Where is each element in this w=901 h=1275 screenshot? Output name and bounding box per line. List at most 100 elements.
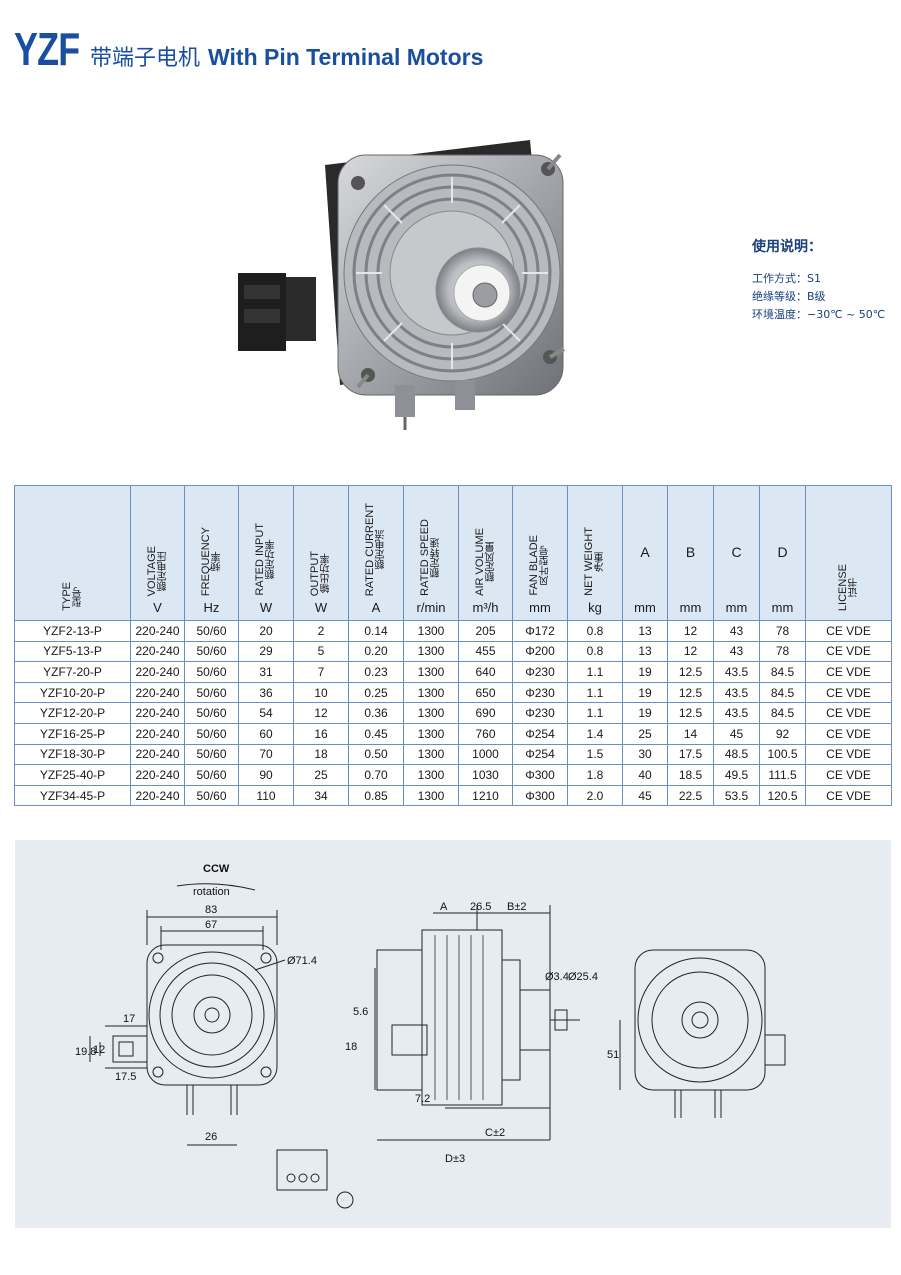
dim-7-2: 7.2 [415, 1093, 430, 1105]
table-cell: 16 [293, 722, 349, 745]
table-cell: 48.5 [713, 743, 760, 766]
column-header-label: A [640, 544, 650, 560]
table-cell: 78 [759, 620, 806, 642]
rear-view-outline [634, 949, 766, 1091]
usage-label: 工作方式： [752, 272, 807, 285]
column-unit: mm [634, 600, 656, 615]
column-header-label: C [731, 544, 742, 560]
column-header-label: RATED CURRENT [364, 502, 376, 596]
column-header-label-cn: 风叶型号 [540, 545, 551, 586]
column-unit: W [259, 600, 273, 615]
column-header-label-cn: 型号 [72, 586, 84, 607]
column-unit: kg [588, 600, 602, 615]
table-cell: 78 [759, 640, 806, 663]
table-cell: 220-240 [130, 784, 185, 807]
table-cell: 12.5 [667, 681, 714, 704]
column-header-label: RATED SPEED [419, 519, 431, 596]
table-cell: YZF12-20-P [14, 702, 131, 724]
table-cell: 84.5 [759, 702, 806, 724]
table-cell: CE VDE [805, 640, 892, 663]
column-unit: m³/h [472, 600, 499, 615]
table-cell: Φ254 [512, 722, 568, 745]
table-cell: 18 [293, 743, 349, 766]
table-cell: 84.5 [759, 661, 806, 683]
table-cell: 50/60 [184, 722, 239, 745]
column-unit: mm [679, 600, 702, 615]
dim-dia3-4: Ø3.4 [545, 971, 569, 983]
table-cell: 12.5 [667, 702, 714, 724]
table-cell: 70 [238, 743, 294, 766]
motor-photo [230, 125, 590, 435]
column-unit: A [371, 600, 381, 615]
dim-12: 12 [93, 1044, 105, 1056]
table-cell: 1300 [403, 702, 459, 724]
front-view-outline [146, 944, 278, 1086]
table-cell: 17.5 [667, 743, 714, 766]
column-header-label-cn: 额定转速 [431, 537, 442, 578]
dim-19-8: 19.8 [75, 1046, 96, 1058]
usage-title: 使用说明： [752, 239, 822, 255]
table-cell: 30 [622, 743, 668, 766]
table-cell: 1300 [403, 640, 459, 663]
table-cell: 1.5 [567, 743, 623, 766]
table-cell: 1.4 [567, 722, 623, 745]
dimension-drawing: CCW rotation 83 67 Ø71.4 17 19.8 12 17.5… [75, 863, 786, 1209]
table-cell: 20 [238, 620, 294, 642]
usage-row-temperature: 环境温度：−30℃ ~ 50℃ [752, 306, 885, 324]
table-cell: 43.5 [713, 661, 760, 683]
ccw-label: CCW [203, 863, 230, 875]
table-cell: 34 [293, 784, 349, 807]
table-cell: 50/60 [184, 702, 239, 724]
column-header-label: FAN BLADE [528, 535, 540, 596]
table-cell: 50/60 [184, 620, 239, 642]
table-cell: 220-240 [130, 620, 185, 642]
table-cell: 50/60 [184, 640, 239, 663]
dim-5-6: 5.6 [353, 1006, 368, 1018]
table-cell: Φ230 [512, 681, 568, 704]
column-unit: mm [725, 600, 748, 615]
table-cell: CE VDE [805, 702, 892, 724]
table-cell: YZF16-25-P [14, 722, 131, 745]
dim-a: A [440, 901, 448, 913]
table-cell: 220-240 [130, 681, 185, 704]
table-cell: 640 [458, 661, 513, 683]
dim-18: 18 [345, 1041, 357, 1053]
table-cell: 0.14 [348, 620, 404, 642]
dim-83: 83 [205, 904, 217, 916]
table-cell: 1210 [458, 784, 513, 807]
table-cell: 1000 [458, 743, 513, 766]
column-unit: mm [771, 600, 794, 615]
table-cell: YZF25-40-P [14, 764, 131, 786]
table-cell: 43.5 [713, 702, 760, 724]
column-header-label-cn: 额定电流 [376, 529, 387, 570]
table-cell: 14 [667, 722, 714, 745]
dim-17-5: 17.5 [115, 1071, 136, 1083]
table-cell: 1300 [403, 661, 459, 683]
table-cell: Φ200 [512, 640, 568, 663]
table-cell: 760 [458, 722, 513, 745]
table-cell: 50/60 [184, 784, 239, 807]
column-unit: mm [529, 600, 551, 615]
column-header-label-cn: 频率 [211, 551, 223, 572]
dim-dia71: Ø71.4 [287, 955, 317, 967]
column-header-label-cn: 额定功率 [266, 539, 277, 580]
column-header-label-cn: 额定风量 [485, 542, 497, 583]
column-header-label: TYPE [60, 582, 73, 611]
column-unit: r/min [416, 600, 446, 615]
table-cell: 1300 [403, 764, 459, 786]
table-cell: 220-240 [130, 764, 185, 786]
column-header-label: RATED INPUT [254, 523, 266, 596]
title-chinese: 带端子电机 [90, 46, 201, 71]
table-cell: CE VDE [805, 764, 892, 786]
table-cell: 50/60 [184, 681, 239, 704]
motor-illustration [238, 140, 565, 430]
